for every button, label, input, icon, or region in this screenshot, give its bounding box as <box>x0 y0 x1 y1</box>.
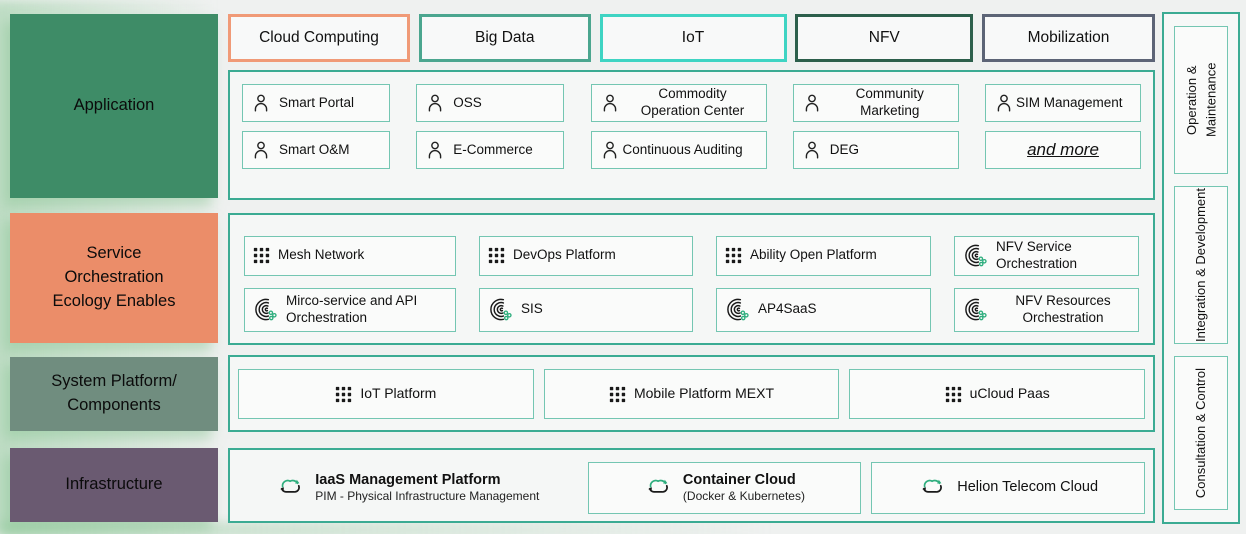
orch-item-nfv-resources-orchestration: NFV Resources Orchestration <box>954 287 1139 332</box>
cloud-sync-icon <box>648 479 668 493</box>
app-item-sim-management: SIM Management <box>985 84 1141 122</box>
grid-icon <box>488 248 505 264</box>
orch-item-label: DevOps Platform <box>513 247 616 263</box>
tag-nfv: NFV <box>795 14 974 62</box>
app-item-e-commerce: E-Commerce <box>416 131 565 169</box>
layer-system-platform: System Platform/ Components <box>10 357 218 431</box>
app-item-label: Continuous Auditing <box>622 141 743 157</box>
grid-icon <box>253 248 270 264</box>
app-item-deg: DEG <box>792 131 959 169</box>
and-more-label: and more <box>1027 140 1099 160</box>
orch-item-ability-open-platform: Ability Open Platform <box>716 236 931 276</box>
person-icon <box>805 94 819 112</box>
sys-item-label: IoT Platform <box>360 385 437 402</box>
system-platform-container: IoT Platform Mobile Platform MEXT uCloud… <box>228 355 1155 432</box>
sys-item-iot-platform: IoT Platform <box>238 369 534 419</box>
app-item-smart-portal: Smart Portal <box>242 84 390 122</box>
mesh-orchestration-icon <box>965 298 987 321</box>
orch-item-label: AP4SaaS <box>758 301 817 317</box>
service-orchestration-container: Mesh Network DevOps Platform Ability Ope… <box>228 213 1155 345</box>
tag-cloud-computing: Cloud Computing <box>228 14 410 62</box>
right-sidebar: Operation & Maintenance Integration & De… <box>1162 12 1240 524</box>
orch-item-microservice-api-orchestration: Mirco-service and API Orchestration <box>244 287 456 332</box>
infra-item-subtitle: PIM - Physical Infrastructure Management <box>315 489 540 503</box>
person-icon <box>805 141 819 159</box>
orch-item-label: Ability Open Platform <box>750 247 877 263</box>
mesh-orchestration-icon <box>490 298 512 321</box>
sys-item-mobile-platform-mext: Mobile Platform MEXT <box>543 369 840 419</box>
app-item-smart-om: Smart O&M <box>242 131 390 169</box>
app-item-label: OSS <box>453 94 482 110</box>
app-item-community-marketing: Community Marketing <box>792 84 959 122</box>
application-items-grid: Smart Portal OSS Commodity Operation Cen… <box>230 72 1153 169</box>
layer-service-orchestration: Service Orchestration Ecology Enables <box>10 213 218 343</box>
infra-item-iaas-management-platform: IaaS Management Platform PIM - Physical … <box>238 472 578 504</box>
sys-item-label: uCloud Paas <box>969 385 1050 402</box>
grid-icon <box>945 386 961 402</box>
app-item-label: Commodity Operation Center <box>640 86 745 118</box>
system-platform-items-row: IoT Platform Mobile Platform MEXT uCloud… <box>230 357 1153 431</box>
sidebar-item-integration-development: Integration & Development <box>1174 186 1228 344</box>
person-icon <box>428 94 442 112</box>
person-icon <box>254 141 268 159</box>
cloud-sync-icon <box>922 479 943 493</box>
sidebar-item-consultation-control: Consultation & Control <box>1174 355 1228 510</box>
app-item-label: Smart Portal <box>279 94 355 110</box>
app-item-continuous-auditing: Continuous Auditing <box>590 131 767 169</box>
grid-icon <box>725 248 742 264</box>
sidebar-item-label: Consultation & Control <box>1193 367 1209 499</box>
orch-item-nfv-service-orchestration: NFV Service Orchestration <box>954 236 1139 276</box>
infra-item-subtitle: (Docker & Kubernetes) <box>682 489 805 503</box>
orch-item-mesh-network: Mesh Network <box>244 236 456 276</box>
app-item-label: Smart O&M <box>279 141 350 157</box>
grid-icon <box>336 386 352 402</box>
sidebar-item-label: Operation & Maintenance <box>1183 62 1219 138</box>
infra-item-helion-telecom-cloud: Helion Telecom Cloud <box>871 461 1145 514</box>
orch-item-ap4saas: AP4SaaS <box>716 287 931 332</box>
tag-big-data: Big Data <box>418 14 591 62</box>
sys-item-ucloud-paas: uCloud Paas <box>849 369 1146 419</box>
app-item-and-more: and more <box>985 131 1141 169</box>
orch-item-sis: SIS <box>479 287 693 332</box>
orch-item-label: NFV Resources Orchestration <box>1015 292 1111 325</box>
orch-item-label: Mesh Network <box>278 247 365 263</box>
person-icon <box>254 94 268 112</box>
app-item-label: SIM Management <box>1016 94 1123 110</box>
technology-tags-row: Cloud Computing Big Data IoT NFV Mobiliz… <box>228 14 1155 62</box>
infra-item-title: IaaS Management Platform <box>315 471 501 488</box>
layer-infrastructure: Infrastructure <box>10 448 218 522</box>
orch-item-label: SIS <box>521 301 543 317</box>
infra-item-title: Container Cloud <box>682 471 796 488</box>
cloud-sync-icon <box>280 479 301 493</box>
grid-icon <box>609 386 626 402</box>
person-icon <box>997 94 1011 112</box>
infra-item-container-cloud: Container Cloud (Docker & Kubernetes) <box>587 461 862 514</box>
person-icon <box>603 94 616 112</box>
infrastructure-container: IaaS Management Platform PIM - Physical … <box>228 448 1155 523</box>
person-icon <box>603 141 616 159</box>
mesh-orchestration-icon <box>965 245 987 267</box>
orch-item-devops-platform: DevOps Platform <box>479 236 693 276</box>
infra-item-title: Helion Telecom Cloud <box>957 478 1099 495</box>
orchestration-items-grid: Mesh Network DevOps Platform Ability Ope… <box>230 215 1153 332</box>
orch-item-label: NFV Service Orchestration <box>996 239 1078 271</box>
orch-item-label: Mirco-service and API Orchestration <box>286 292 418 325</box>
app-item-label: Community Marketing <box>855 86 924 118</box>
mesh-orchestration-icon <box>727 298 749 321</box>
mesh-orchestration-icon <box>255 298 277 321</box>
layer-application: Application <box>10 14 218 198</box>
sidebar-item-operation-maintenance: Operation & Maintenance <box>1174 26 1228 174</box>
application-container: Smart Portal OSS Commodity Operation Cen… <box>228 70 1155 200</box>
tag-iot: IoT <box>599 14 787 62</box>
infrastructure-items-row: IaaS Management Platform PIM - Physical … <box>230 450 1153 525</box>
app-item-commodity-operation-center: Commodity Operation Center <box>590 84 767 122</box>
tag-mobilization: Mobilization <box>982 14 1155 62</box>
sidebar-item-label: Integration & Development <box>1193 188 1209 342</box>
sys-item-label: Mobile Platform MEXT <box>633 385 775 402</box>
app-item-oss: OSS <box>416 84 565 122</box>
app-item-label: DEG <box>829 141 860 157</box>
app-item-label: E-Commerce <box>453 141 533 157</box>
person-icon <box>428 141 442 159</box>
